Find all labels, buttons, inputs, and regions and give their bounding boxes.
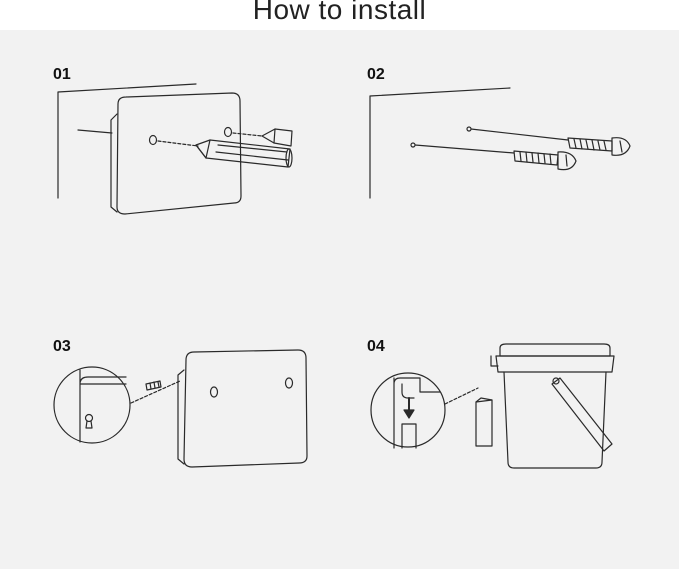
down-arrow-icon (403, 409, 415, 419)
pencil-end (285, 148, 293, 168)
page-title: How to install (252, 0, 427, 25)
wall-bracket (475, 399, 493, 447)
mounting-box-01 (116, 92, 242, 215)
step-04-illustration (370, 343, 615, 469)
detail-circle-04 (370, 372, 446, 448)
pencil-upper-edge (273, 128, 276, 144)
mark-line-left (157, 140, 199, 147)
screw-lower-head (557, 151, 577, 171)
step-01-illustration (57, 83, 293, 215)
hook-profile (393, 377, 441, 449)
hook-lip (401, 383, 415, 399)
wall-corner-01 (57, 83, 197, 199)
pencil-upper (261, 128, 293, 147)
bin-lid (499, 343, 611, 357)
hole-left-01 (148, 134, 158, 146)
box-side-01 (110, 113, 118, 213)
pencil-wood-line (205, 139, 211, 159)
keyhole-icon (84, 413, 94, 423)
bracket-detail (401, 423, 417, 449)
pencil-body (195, 139, 291, 168)
screw-guide-upper (470, 128, 569, 141)
detail-box-edge (79, 369, 127, 443)
step-label-03: 03 (53, 338, 71, 355)
screw-lower-slot (565, 154, 568, 167)
pencil-tip-edge (195, 144, 207, 159)
detail-leader-03 (130, 380, 181, 404)
bin-rim (495, 355, 615, 373)
screw-upper-thread (573, 138, 607, 151)
step-02-illustration (369, 87, 631, 199)
bin-handle (551, 377, 613, 452)
hole-right-01 (223, 126, 233, 138)
screw-upper-head (611, 137, 631, 156)
mark-line-right (232, 132, 263, 137)
small-screw-thread (149, 381, 160, 390)
handle-pivot (552, 377, 560, 385)
step-label-04: 04 (367, 338, 385, 355)
screw-guide-lower (414, 144, 515, 154)
screw-lower-shaft (513, 150, 559, 166)
step-03-illustration (53, 349, 308, 468)
hole-right-03 (284, 377, 294, 389)
pencil-facets (215, 144, 289, 161)
detail-leader-04 (444, 387, 479, 405)
keyhole-slot (85, 420, 93, 429)
screw-upper-slot (619, 140, 623, 153)
wall-corner-02 (369, 87, 511, 199)
small-screw-03 (145, 380, 162, 391)
screw-lower-thread (519, 151, 552, 165)
hole-left-03 (209, 386, 219, 398)
step-label-02: 02 (367, 66, 385, 83)
detail-circle-03 (53, 366, 131, 444)
bin-body (503, 371, 607, 469)
bin-hook (490, 355, 499, 367)
wall-bracket-top (475, 397, 493, 403)
step-label-01: 01 (53, 66, 71, 83)
mounting-box-03 (183, 349, 308, 468)
header-band (0, 0, 679, 30)
wall-mark-line (77, 129, 113, 134)
box-side-03 (177, 369, 185, 465)
